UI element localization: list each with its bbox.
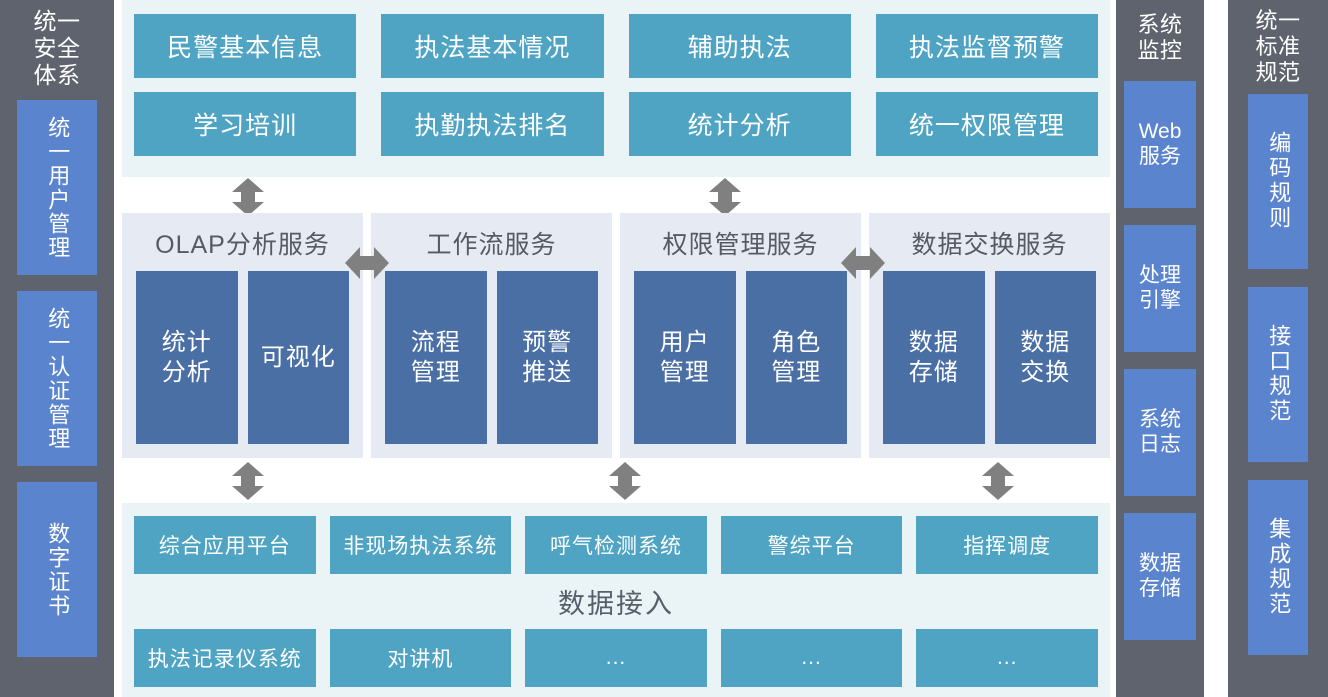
data-access-layer: 综合应用平台 非现场执法系统 呼气检测系统 警综平台 指挥调度 数据接入 执法记… (122, 503, 1110, 697)
data-cell-law-enforcement-recorder-system[interactable]: 执法记录仪系统 (134, 629, 316, 687)
service-box-process-management[interactable]: 流程 管理 (385, 271, 487, 444)
monitor-rail-title-line-2: 监控 (1137, 37, 1183, 63)
app-cell-enforcement-basics[interactable]: 执法基本情况 (381, 14, 604, 78)
left-rail-unified-security: 统一 安全 体系 统一用户管理 统一认证管理 数字证书 (0, 0, 114, 697)
application-grid: 民警基本信息 执法基本情况 辅助执法 执法监督预警 学习培训 执勤执法排名 统计… (134, 14, 1098, 165)
main-column: 民警基本信息 执法基本情况 辅助执法 执法监督预警 学习培训 执勤执法排名 统计… (122, 0, 1110, 697)
service-panel-workflow-boxes: 流程 管理 预警 推送 (385, 271, 598, 444)
service-panel-permission-title: 权限管理服务 (662, 231, 819, 259)
data-cell-offsite-enforcement-system[interactable]: 非现场执法系统 (329, 516, 512, 574)
standards-rail-item-coding-rules[interactable]: 编码规则 (1248, 93, 1308, 269)
application-layer: 民警基本信息 执法基本情况 辅助执法 执法监督预警 学习培训 执勤执法排名 统计… (122, 0, 1110, 177)
service-panel-row: OLAP分析服务 统计 分析 可视化 工作流服务 流程 管理 预警 推送 权限管… (122, 213, 1110, 458)
standards-rail-item-interface-spec[interactable]: 接口规范 (1248, 286, 1308, 462)
app-cell-enforcement-supervision-alert[interactable]: 执法监督预警 (875, 14, 1098, 78)
arrow-data-exchange-to-data-access (980, 461, 1016, 501)
data-cell-police-integrated-platform[interactable]: 警综平台 (720, 516, 903, 574)
service-panel-data-exchange-title: 数据交换服务 (911, 231, 1068, 259)
service-layer: OLAP分析服务 统计 分析 可视化 工作流服务 流程 管理 预警 推送 权限管… (122, 213, 1110, 458)
data-cell-walkie-talkie[interactable]: 对讲机 (329, 629, 512, 687)
left-rail-item-user-management[interactable]: 统一用户管理 (17, 100, 97, 276)
monitor-rail-system-monitoring: 系统 监控 Web 服务 处理 引擎 系统 日志 数据 存储 (1116, 0, 1204, 697)
data-cell-command-dispatch[interactable]: 指挥调度 (916, 516, 1098, 574)
service-box-visualization[interactable]: 可视化 (247, 271, 349, 444)
service-panel-workflow-title: 工作流服务 (426, 231, 557, 259)
app-cell-assisted-enforcement[interactable]: 辅助执法 (628, 14, 851, 78)
service-panel-workflow: 工作流服务 流程 管理 预警 推送 (371, 213, 612, 458)
left-rail-title-line-1: 统一 (33, 8, 81, 34)
service-box-user-management[interactable]: 用户 管理 (634, 271, 736, 444)
service-panel-data-exchange-boxes: 数据 存储 数据 交换 (883, 271, 1096, 444)
service-box-data-exchange[interactable]: 数据 交换 (994, 271, 1096, 444)
data-access-caption: 数据接入 (558, 589, 674, 619)
standards-rail-title: 统一 标准 规范 (1255, 8, 1300, 86)
arrow-permission-to-data-exchange (840, 245, 886, 281)
service-panel-data-exchange: 数据交换服务 数据 存储 数据 交换 (869, 213, 1110, 458)
app-cell-unified-permission-management[interactable]: 统一权限管理 (875, 92, 1098, 156)
service-panel-olap-boxes: 统计 分析 可视化 (136, 271, 349, 444)
service-panel-permission: 权限管理服务 用户 管理 角色 管理 (620, 213, 861, 458)
app-cell-officer-basic-info[interactable]: 民警基本信息 (134, 14, 357, 78)
arrow-workflow-to-data-access (607, 461, 643, 501)
data-cell-placeholder-3[interactable]: ... (916, 629, 1098, 687)
service-box-alert-push[interactable]: 预警 推送 (496, 271, 598, 444)
data-access-grid: 综合应用平台 非现场执法系统 呼气检测系统 警综平台 指挥调度 数据接入 执法记… (134, 516, 1098, 687)
data-cell-placeholder-1[interactable]: ... (525, 629, 707, 687)
monitor-rail-title: 系统 监控 (1137, 12, 1182, 64)
standards-rail-title-line-2: 标准 (1255, 33, 1301, 59)
left-rail-item-auth-management[interactable]: 统一认证管理 (17, 291, 97, 467)
standards-rail-unified-standards: 统一 标准 规范 编码规则 接口规范 集成规范 (1228, 0, 1328, 697)
service-panel-olap: OLAP分析服务 统计 分析 可视化 (122, 213, 363, 458)
data-cell-breath-test-system[interactable]: 呼气检测系统 (525, 516, 707, 574)
service-panel-olap-title: OLAP分析服务 (155, 231, 330, 259)
service-box-data-storage[interactable]: 数据 存储 (883, 271, 985, 444)
monitor-rail-title-line-1: 系统 (1137, 12, 1183, 37)
data-cell-integrated-application-platform[interactable]: 综合应用平台 (134, 516, 316, 574)
monitor-rail-item-process-engine[interactable]: 处理 引擎 (1124, 224, 1196, 352)
arrow-olap-to-data-access (230, 461, 266, 501)
app-cell-statistical-analysis[interactable]: 统计分析 (628, 92, 851, 156)
app-cell-duty-enforcement-ranking[interactable]: 执勤执法排名 (381, 92, 604, 156)
standards-rail-item-integration-spec[interactable]: 集成规范 (1248, 479, 1308, 655)
service-panel-permission-boxes: 用户 管理 角色 管理 (634, 271, 847, 444)
arrow-olap-to-workflow (344, 245, 390, 281)
left-rail-item-digital-certificate[interactable]: 数字证书 (17, 482, 97, 658)
left-rail-title: 统一 安全 体系 (7, 8, 107, 89)
data-cell-placeholder-2[interactable]: ... (720, 629, 903, 687)
left-rail-title-line-2: 安全 (33, 35, 81, 62)
standards-rail-title-line-1: 统一 (1255, 8, 1301, 33)
monitor-rail-item-system-log[interactable]: 系统 日志 (1124, 368, 1196, 496)
arrow-app-to-permission (707, 177, 743, 217)
left-rail-title-line-3: 体系 (33, 62, 81, 89)
service-box-role-management[interactable]: 角色 管理 (745, 271, 847, 444)
arrow-app-to-olap (230, 177, 266, 217)
service-box-statistical-analysis[interactable]: 统计 分析 (136, 271, 238, 444)
monitor-rail-item-data-storage[interactable]: 数据 存储 (1124, 512, 1196, 640)
monitor-rail-item-web-service[interactable]: Web 服务 (1124, 80, 1196, 208)
standards-rail-title-line-3: 规范 (1255, 59, 1301, 85)
app-cell-study-training[interactable]: 学习培训 (134, 92, 357, 156)
